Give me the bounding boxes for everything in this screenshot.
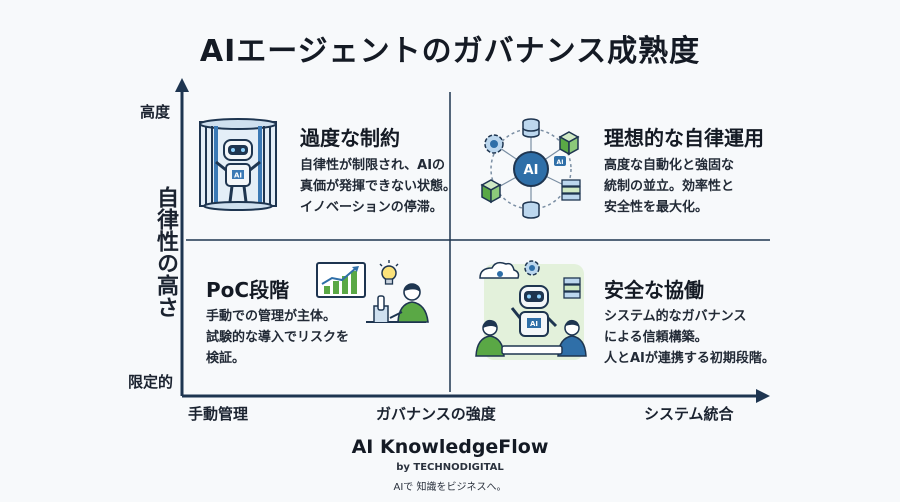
ai-node-badge: AI (557, 159, 564, 166)
collaboration-robot-badge: AI (530, 320, 538, 328)
growth-chart-icon (316, 262, 366, 298)
quadrant-bottom-right-text: システム的なガバナンス による信頼構築。 人とAIが連携する初期段階。 (604, 309, 775, 366)
y-axis-high-label: 高度 (140, 103, 171, 121)
x-axis-title: ガバナンスの強度 (376, 405, 496, 423)
collaboration-robot-icon: AI (475, 260, 587, 360)
x-axis-left-label: 手動管理 (188, 405, 249, 423)
y-axis-title: 自律性の高さ (153, 186, 178, 318)
caged-robot-badge: AI (234, 172, 242, 180)
worker-icon (366, 283, 429, 323)
quadrant-top-right-text: 高度な自動化と強固な 統制の並立。効率性と 安全性を最大化。 (604, 158, 735, 215)
caged-robot-icon: AI (199, 118, 277, 211)
brand-byline: by TECHNODIGITAL (396, 462, 504, 473)
quadrant-top-left-title: 過度な制約 (300, 126, 400, 150)
ai-network-icon: AI AI (480, 118, 581, 219)
quadrant-bottom-right-title: 安全な協働 (604, 278, 704, 302)
brand-tagline: AIで 知識をビジネスへ。 (393, 482, 507, 493)
quadrant-bottom-left-title: PoC段階 (206, 278, 290, 302)
ai-network-badge: AI (524, 163, 539, 178)
x-axis-right-label: システム統合 (644, 405, 734, 423)
quadrant-bottom-left-text: 手動での管理が主体。 試験的な導入でリスクを 検証。 (206, 309, 350, 366)
lightbulb-icon (379, 260, 399, 285)
y-axis-low-label: 限定的 (128, 373, 174, 391)
x-axis-arrow (756, 389, 770, 403)
quadrant-top-left-text: 自律性が制限され、AIの 真価が発揮できない状態。 イノベーションの停滞。 (300, 158, 457, 215)
quadrant-top-right-title: 理想的な自律運用 (604, 126, 764, 150)
y-axis-arrow (175, 78, 189, 92)
brand-name: AI KnowledgeFlow (351, 436, 549, 458)
page-title: AIエージェントのガバナンス成熟度 (199, 34, 701, 69)
